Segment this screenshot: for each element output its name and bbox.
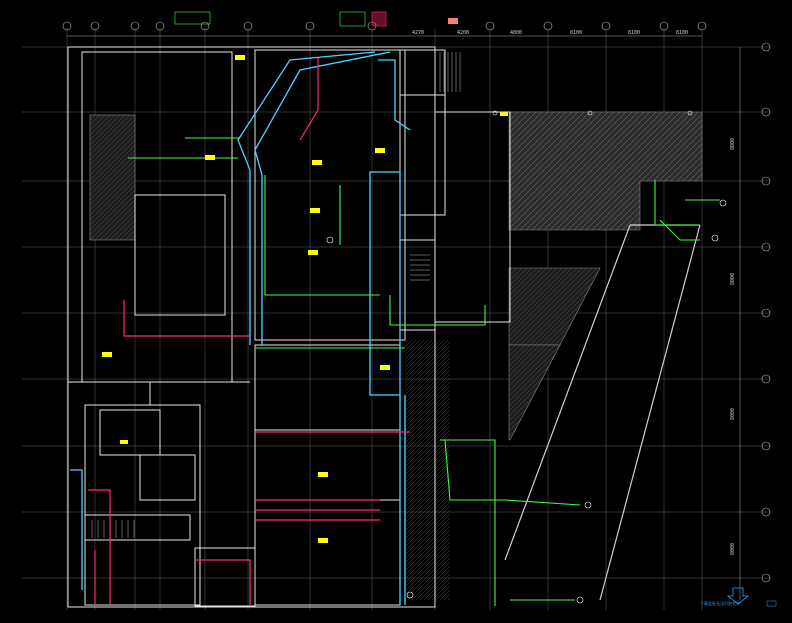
arrow-down-icon [726, 587, 750, 605]
top-dimension-line: 4270 4200 4800 8100 8100 8100 [67, 30, 702, 37]
dimension-label: 8000 [730, 543, 736, 555]
dimension-label: 4800 [510, 30, 522, 36]
dimension-label: 4270 [412, 30, 424, 36]
pipe-run-green [128, 137, 720, 606]
duct-run-cyan [70, 51, 411, 605]
bottom-note-group: 下载此处无法识别文字 [700, 587, 777, 607]
dimension-label: 8000 [730, 138, 736, 150]
dimension-label: 8100 [628, 30, 640, 36]
pipe-run-red [88, 58, 410, 606]
hatched-areas [89, 111, 703, 600]
side-dimension-line: 8000 8000 8000 8000 [730, 47, 741, 600]
dimension-label: 8000 [730, 273, 736, 285]
equipment-symbols [174, 11, 727, 604]
bottom-note-text: 下载此处无法识别文字 [700, 600, 740, 606]
dimension-label: 8100 [570, 30, 582, 36]
dimension-label: 4200 [457, 30, 469, 36]
grid-bubbles [62, 21, 771, 583]
stairs [91, 52, 461, 538]
dimension-label: 8100 [676, 30, 688, 36]
room-tags [102, 55, 508, 543]
dimension-label: 8000 [730, 408, 736, 420]
